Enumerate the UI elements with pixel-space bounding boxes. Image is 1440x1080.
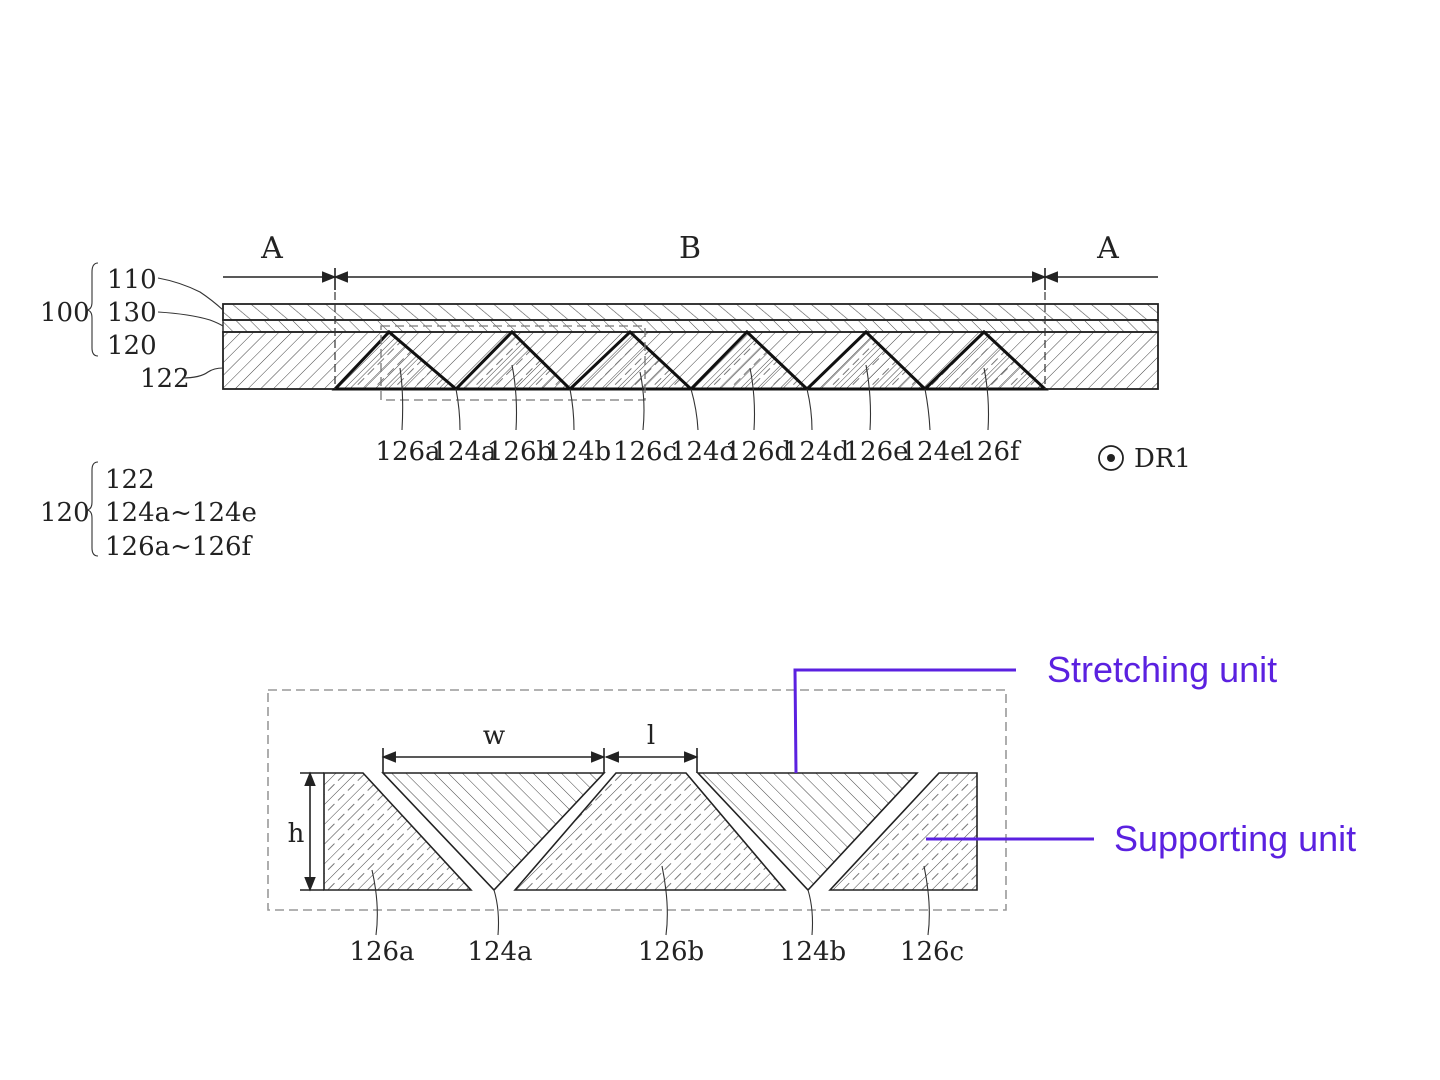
detail-region-box — [380, 325, 646, 401]
label-120: 120 — [107, 331, 157, 361]
legend-item-126: 126a~126f — [105, 532, 254, 562]
label-120-group: 120 — [40, 498, 90, 528]
region-a-left-label: A — [260, 231, 283, 266]
stretch-unit-124a — [381, 772, 606, 892]
label-126a: 126a — [375, 437, 440, 467]
label-130: 130 — [107, 298, 157, 328]
stretch-unit-124b — [696, 772, 919, 892]
detail-label-124b: 124b — [780, 937, 846, 967]
detail-cross-section: w l h 126a 124a 126b 124b 126c — [267, 689, 1007, 967]
stretching-unit-pointer — [793, 668, 1016, 774]
label-126f: 126f — [960, 437, 1022, 467]
brace-100 — [85, 262, 99, 357]
region-a-right-label: A — [1096, 231, 1119, 266]
label-dr1: DR1 — [1134, 444, 1191, 474]
brace-120 — [85, 461, 99, 557]
label-126d: 126d — [725, 437, 791, 467]
label-124d: 124d — [783, 437, 849, 467]
label-124e: 124e — [900, 437, 965, 467]
label-122: 122 — [140, 364, 190, 394]
dim-h-label: h — [288, 819, 305, 849]
detail-label-126a: 126a — [349, 937, 414, 967]
support-unit-126b — [513, 772, 787, 891]
detail-label-126b: 126b — [638, 937, 704, 967]
layer-130 — [222, 319, 1159, 333]
legend-item-124: 124a~124e — [105, 498, 257, 528]
dim-l-label: l — [647, 721, 655, 751]
label-126c: 126c — [613, 437, 677, 467]
direction-out-of-page-icon — [1098, 445, 1124, 471]
annotations: Stretching unit Supporting unit — [793, 649, 1356, 859]
label-124b: 124b — [545, 437, 611, 467]
layer-110 — [222, 303, 1159, 321]
support-triangles — [331, 329, 1049, 391]
detail-label-124a: 124a — [467, 937, 532, 967]
stretching-unit-annotation: Stretching unit — [1047, 649, 1277, 690]
supporting-unit-annotation: Supporting unit — [1114, 818, 1356, 859]
dim-w-label: w — [483, 721, 505, 751]
label-124a: 124a — [431, 437, 496, 467]
label-100: 100 — [40, 298, 90, 328]
label-126e: 126e — [843, 437, 908, 467]
label-126b: 126b — [487, 437, 553, 467]
legend-item-122: 122 — [105, 465, 155, 495]
region-b-label: B — [679, 231, 701, 266]
bottom-leaders — [399, 364, 990, 431]
label-110: 110 — [107, 265, 157, 295]
top-cross-section: A B A 110 130 120 122 100 — [40, 231, 1191, 562]
support-unit-126a — [323, 772, 473, 891]
label-124c: 124c — [670, 437, 734, 467]
detail-label-126c: 126c — [900, 937, 964, 967]
detail-frame — [267, 689, 1007, 911]
